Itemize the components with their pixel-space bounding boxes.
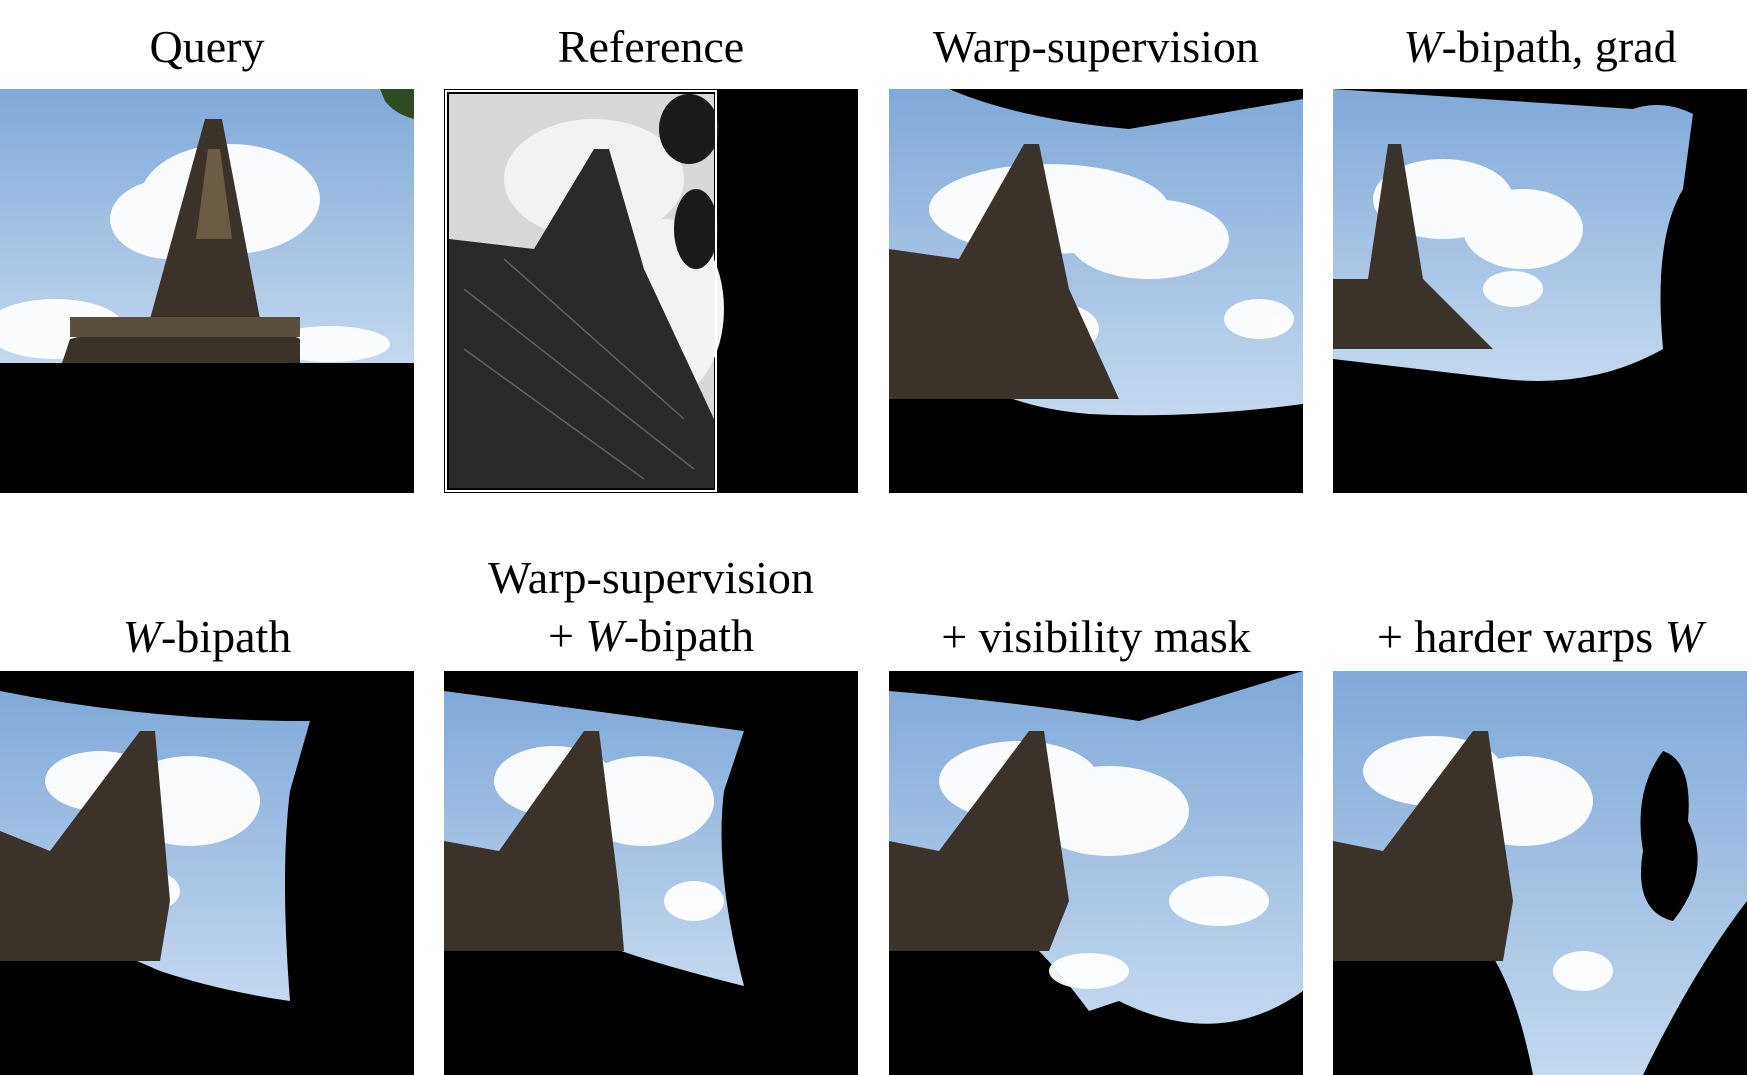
image-visibility-mask [889,671,1303,1075]
query-photo [0,89,414,493]
foliage [380,89,414,119]
image-harder-warps [1333,671,1747,1075]
tower-silhouette [62,119,300,363]
caption-harder-warps: + harder warps W [1376,611,1704,662]
harder-warps-photo [1333,671,1747,1075]
image-w-bipath-grad [1333,89,1747,493]
warp-sup-plus-w-bipath-photo [444,671,858,1075]
visibility-mask-photo [889,671,1303,1075]
lattice [463,258,695,480]
caption-query: Query [149,21,265,72]
image-warp-supervision [889,89,1303,493]
tower-silhouette [889,731,1069,951]
reference-photo [444,89,858,493]
caption-w-bipath-grad: W-bipath, grad [1403,21,1677,72]
caption-visibility-mask: + visibility mask [941,611,1251,662]
caption-reference: Reference [557,21,745,72]
tower-silhouette [444,731,624,951]
w-bipath-grad-photo [1333,89,1747,493]
tower-silhouette [0,731,170,961]
tower-silhouette [1333,731,1513,961]
mask-blob [1640,751,1698,921]
caption-w-bipath: W-bipath [122,611,292,662]
warp-supervision-photo [889,89,1303,493]
image-query [0,89,414,493]
tree [659,94,719,164]
caption-warp-sup-plus-w-bipath: Warp-supervision + W-bipath [488,552,814,661]
caption-warp-supervision: Warp-supervision [933,21,1259,72]
image-reference [444,89,858,493]
tower-silhouette [889,144,1119,399]
tower-silhouette [1333,144,1493,349]
gray-tower [449,149,714,488]
image-warp-sup-plus-w-bipath [444,671,858,1075]
w-bipath-photo [0,671,414,1075]
image-w-bipath [0,671,414,1075]
